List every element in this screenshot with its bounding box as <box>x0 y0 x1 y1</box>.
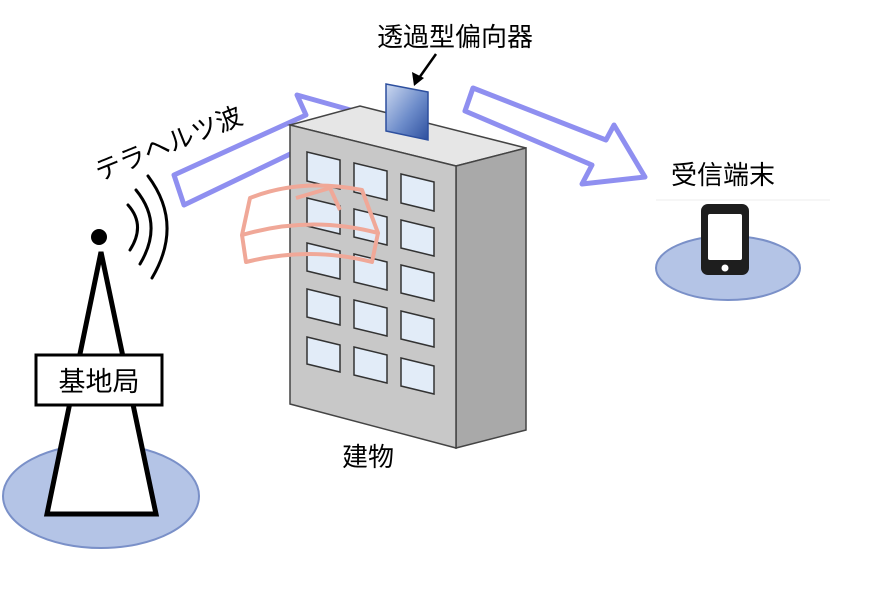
radio-waves-icon <box>126 174 169 280</box>
deflector-pointer-arrow <box>412 53 438 86</box>
base-station-label-box: 基地局 <box>34 353 164 407</box>
base-station: 基地局 <box>2 174 200 549</box>
blocked-beam-shape <box>240 183 380 264</box>
receiver-terminal: 受信端末 <box>655 161 830 301</box>
deflector-panel <box>385 83 429 141</box>
outgoing-beam-arrow <box>462 85 648 187</box>
smartphone-icon <box>701 204 749 275</box>
receiver-label: 受信端末 <box>671 161 775 191</box>
building-side <box>455 147 527 449</box>
building: 建物 <box>287 105 527 473</box>
base-station-label: 基地局 <box>59 367 140 398</box>
building-label: 建物 <box>342 443 394 473</box>
transmissive-deflector: 透過型偏向器 <box>377 23 533 141</box>
deflector-label: 透過型偏向器 <box>377 23 533 53</box>
